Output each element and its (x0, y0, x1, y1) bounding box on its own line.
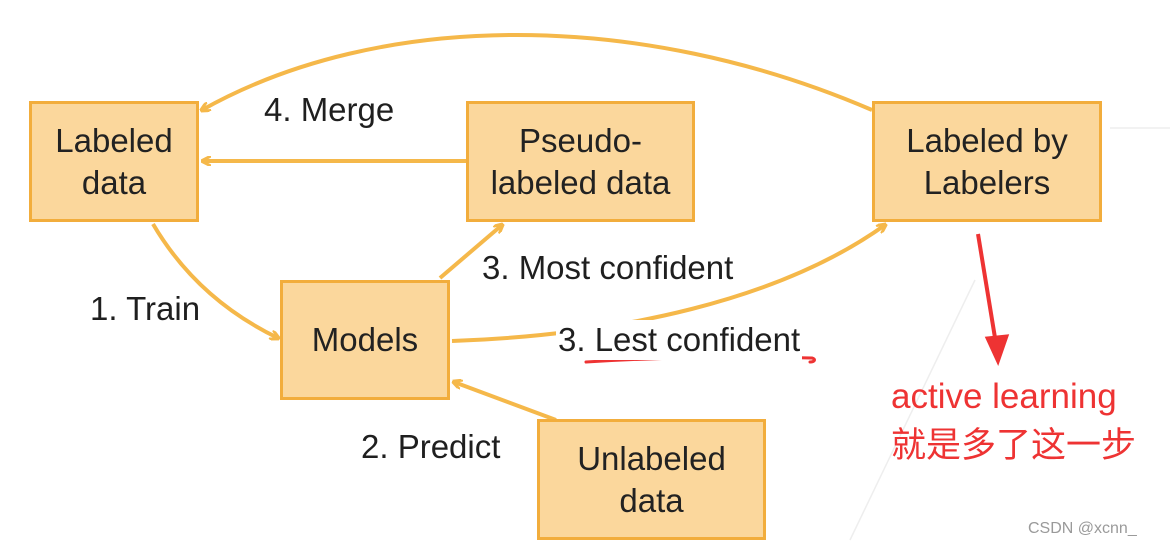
annotation-arrow-line (976, 233, 999, 351)
node-pseudo-labeled-data: Pseudo- labeled data (466, 101, 695, 222)
node-unlabeled-data: Unlabeled data (537, 419, 766, 540)
annotation-line-1: active learning (891, 377, 1117, 416)
arrow-most-confident (438, 225, 502, 280)
arrow-merge-arc (202, 33, 873, 110)
node-labeled-by-labelers: Labeled by Labelers (872, 101, 1102, 222)
arrow-train (151, 222, 278, 338)
node-models: Models (280, 280, 450, 400)
node-labeled-data: Labeled data (29, 101, 199, 222)
watermark: CSDN @xcnn_ (1028, 520, 1137, 537)
edge-label-least-confident: 3. Lest confident (556, 320, 803, 360)
edge-label-least-confident-text: Lest confident (594, 321, 801, 358)
edge-label-least-confident-prefix: 3. (558, 321, 595, 358)
edge-label-merge: 4. Merge (264, 91, 395, 128)
arrow-least-confident (451, 225, 885, 343)
annotation-arrowhead (984, 334, 1010, 367)
edge-label-most-confident: 3. Most confident (480, 248, 736, 288)
edge-label-predict: 2. Predict (361, 428, 501, 465)
background-line (849, 279, 976, 541)
annotation-line-2: 就是多了这一步 (891, 426, 1137, 465)
edge-label-train: 1. Train (90, 290, 201, 327)
arrow-predict (454, 382, 557, 422)
